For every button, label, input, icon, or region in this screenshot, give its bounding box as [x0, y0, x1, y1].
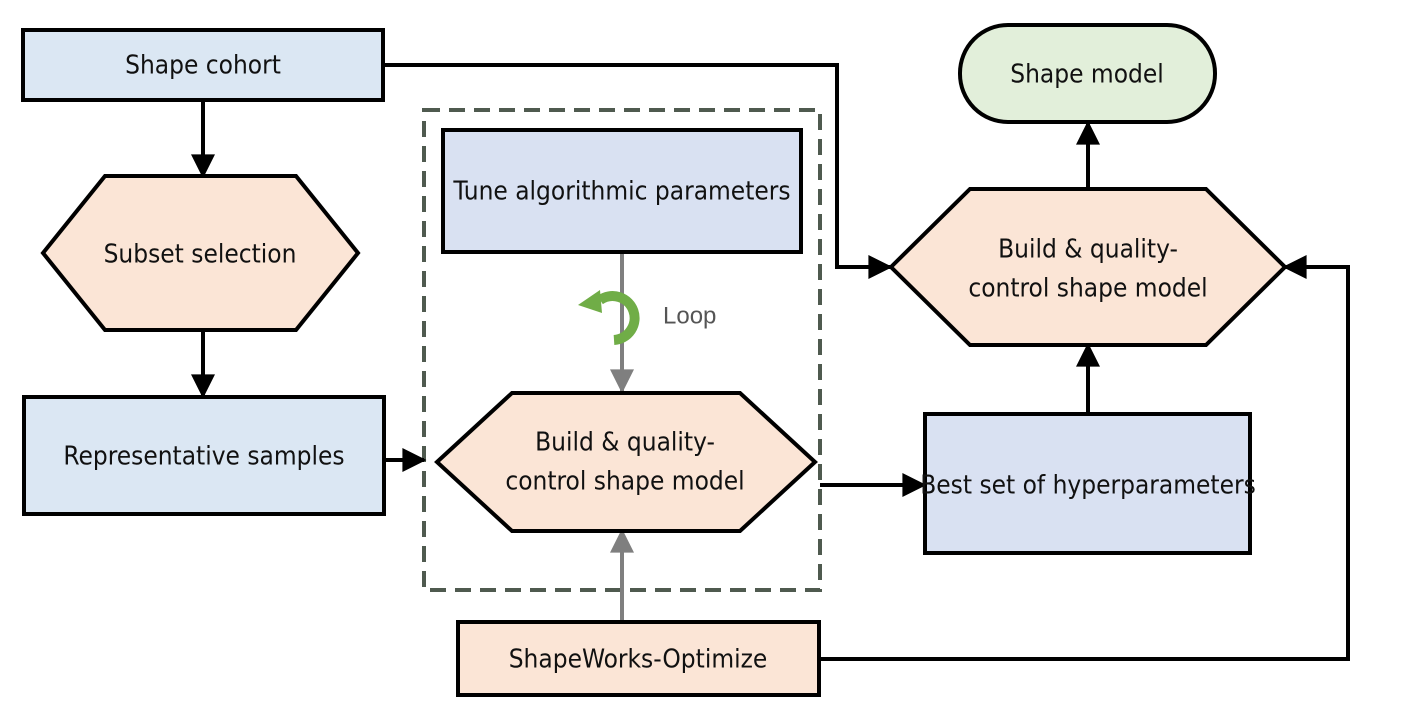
node-shapeworks-optimize: ShapeWorks-Optimize: [456, 620, 821, 697]
node-subset-selection: Subset selection: [40, 174, 361, 332]
build-qc-inner-line1: Build & quality-: [535, 428, 715, 458]
build-qc-final-line2: control shape model: [968, 274, 1207, 304]
subset-selection-label: Subset selection: [104, 240, 297, 270]
loop-icon: [597, 291, 640, 345]
node-representative-samples: Representative samples: [22, 395, 386, 516]
loop-indicator: Loop: [578, 290, 716, 345]
shape-cohort-label: Shape cohort: [125, 51, 281, 81]
node-best-hyperparameters: Best set of hyperparameters: [920, 412, 1256, 555]
node-tune-parameters: Tune algorithmic parameters: [441, 128, 803, 254]
loop-label: Loop: [663, 302, 716, 329]
loop-icon-arrowhead: [578, 290, 602, 313]
build-qc-inner-line2: control shape model: [505, 467, 744, 497]
best-hyperparameters-label: Best set of hyperparameters: [920, 471, 1256, 501]
shape-model-label: Shape model: [1010, 60, 1164, 90]
node-build-qc-inner: Build & quality- control shape model: [434, 391, 818, 533]
node-build-qc-final: Build & quality- control shape model: [888, 187, 1288, 347]
shapeworks-optimize-label: ShapeWorks-Optimize: [509, 645, 768, 675]
node-shape-model: Shape model: [958, 23, 1217, 124]
node-shape-cohort: Shape cohort: [21, 28, 385, 102]
connectors: [191, 63, 1350, 661]
arrow-optimize-to-final-build: [820, 255, 1350, 661]
tune-parameters-label: Tune algorithmic parameters: [452, 177, 790, 207]
representative-samples-label: Representative samples: [63, 442, 344, 472]
build-qc-final-line1: Build & quality-: [998, 235, 1178, 265]
tuning-loop-frame: [422, 108, 822, 592]
arrow-cohort-to-final-build: [384, 63, 893, 279]
